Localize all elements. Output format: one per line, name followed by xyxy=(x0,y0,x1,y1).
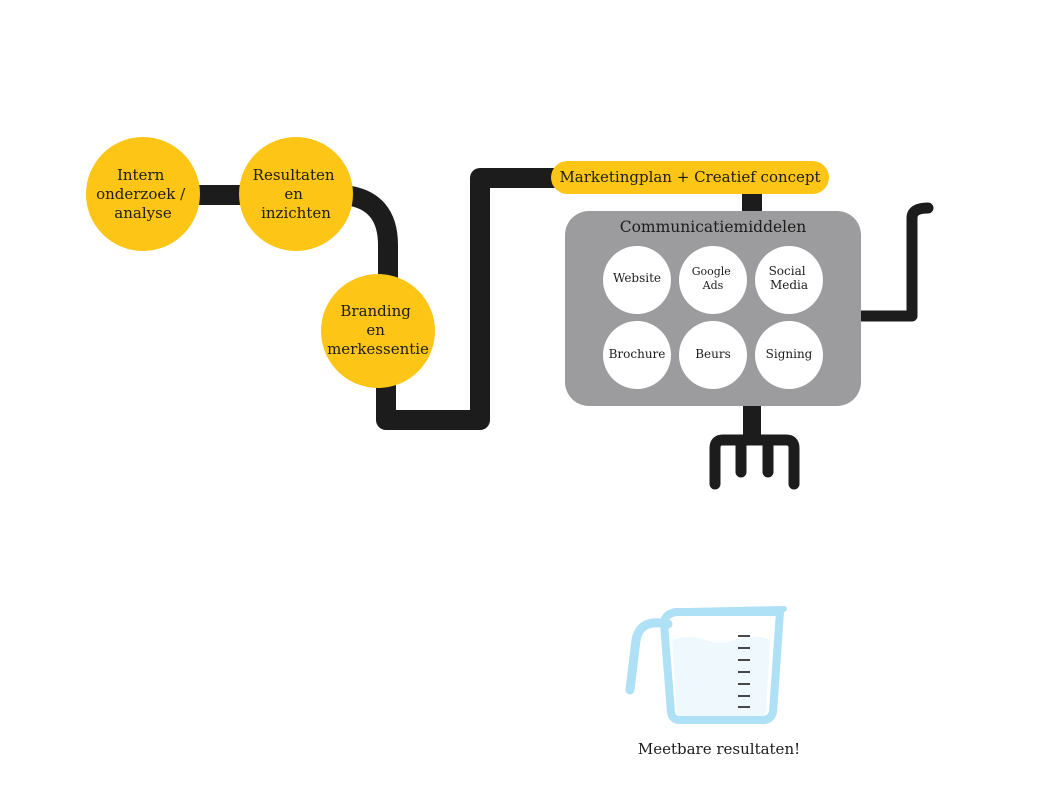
channel-website: Website xyxy=(603,246,671,314)
channel-website-label: Website xyxy=(613,271,661,285)
node-resultaten-circle xyxy=(239,137,353,251)
channel-brochure: Brochure xyxy=(603,321,671,389)
node-branding: Branding en merkessentie xyxy=(321,274,435,388)
measuring-cup-ticks xyxy=(738,635,750,708)
node-intern-label: Intern onderzoek / analyse xyxy=(96,166,190,222)
node-intern: Intern onderzoek / analyse xyxy=(86,137,200,251)
channel-website-circle xyxy=(603,246,671,314)
channel-social-media-label: Social Media xyxy=(769,264,810,292)
channel-brochure-circle xyxy=(603,321,671,389)
pipe-branding-pill xyxy=(376,168,570,430)
pipe-resultaten-branding xyxy=(335,185,398,295)
node-branding-circle xyxy=(321,274,435,388)
measuring-cup-icon xyxy=(625,606,787,724)
node-resultaten: Resultaten en inzichten xyxy=(239,137,353,251)
node-resultaten-label: Resultaten en inzichten xyxy=(253,166,340,222)
channel-social-media-circle xyxy=(755,246,823,314)
result-label: Meetbare resultaten! xyxy=(638,740,800,758)
communicatiemiddelen-box: Communicatiemiddelen Website Google Ads … xyxy=(565,211,861,406)
channel-signing-circle xyxy=(755,321,823,389)
node-intern-circle xyxy=(86,137,200,251)
measuring-cup-milk xyxy=(672,636,770,718)
channel-google-ads: Google Ads xyxy=(679,246,747,314)
marketingplan-pill-bg xyxy=(551,161,829,194)
channel-signing-label: Signing xyxy=(766,347,813,361)
channel-beurs-circle xyxy=(679,321,747,389)
communicatiemiddelen-title: Communicatiemiddelen xyxy=(620,218,807,236)
channel-social-media: Social Media xyxy=(755,246,823,314)
pipe-network xyxy=(180,168,934,490)
measuring-cup-body xyxy=(660,608,784,724)
node-branding-label: Branding en merkessentie xyxy=(327,302,429,358)
channel-signing: Signing xyxy=(755,321,823,389)
channel-brochure-label: Brochure xyxy=(609,347,666,361)
channel-beurs-label: Beurs xyxy=(695,347,731,361)
channel-google-ads-label: Google Ads xyxy=(692,265,735,292)
channel-google-ads-circle xyxy=(679,246,747,314)
pipe-box-faucet xyxy=(852,202,934,322)
sprinkler-manifold xyxy=(709,434,800,490)
measuring-cup-rim xyxy=(685,606,787,614)
marketingplan-pill-label: Marketingplan + Creatief concept xyxy=(559,168,820,186)
marketingplan-pill: Marketingplan + Creatief concept xyxy=(551,161,829,194)
channel-beurs: Beurs xyxy=(679,321,747,389)
